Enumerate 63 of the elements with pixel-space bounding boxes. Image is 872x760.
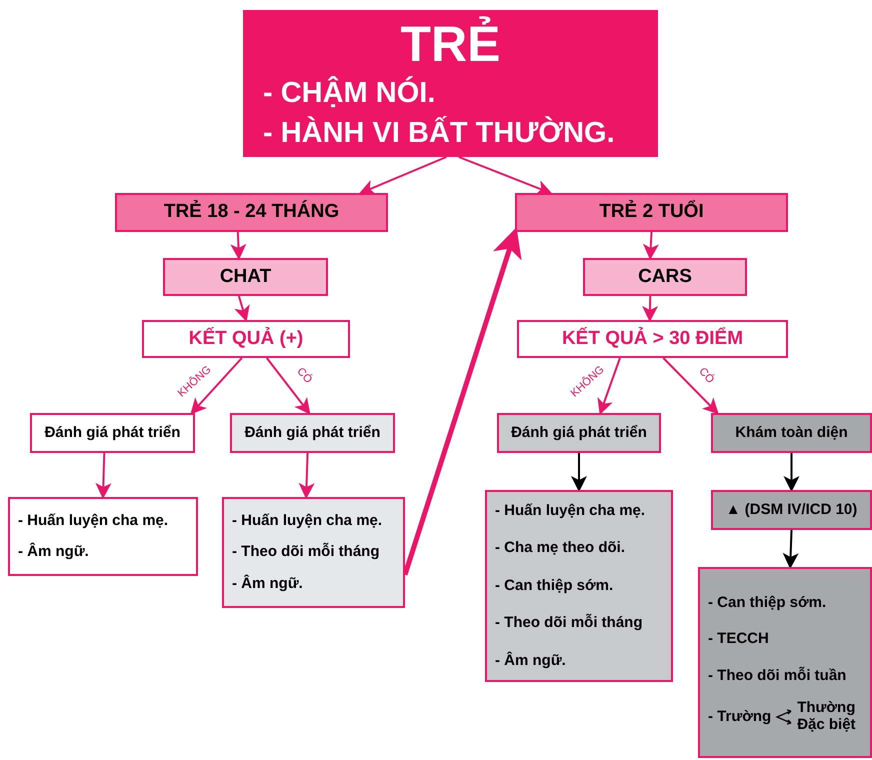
result-box	[517, 320, 788, 358]
edge-label: CÓ	[696, 366, 716, 386]
list-box	[8, 497, 198, 576]
arrow	[642, 232, 659, 260]
list-item: - Trường	[708, 707, 772, 727]
node-text: Đánh giá phát triển	[244, 422, 380, 443]
process-box	[30, 413, 195, 453]
arrow	[190, 357, 243, 414]
arrow	[358, 156, 447, 195]
node-text: CARS	[638, 264, 692, 289]
test-box	[163, 258, 328, 296]
criteria-box	[711, 490, 872, 530]
arrow	[642, 296, 658, 322]
test-box	[583, 258, 747, 296]
node-text: TRẺ 18 - 24 THÁNG	[164, 199, 340, 224]
arrow	[95, 452, 112, 499]
list-box	[485, 490, 673, 682]
list-item: - Âm ngữ.	[18, 542, 89, 562]
list-box	[222, 497, 405, 608]
process-box	[497, 413, 661, 453]
list-item: - Âm ngữ.	[495, 650, 566, 671]
arrow	[598, 358, 621, 415]
edge-label: CÓ	[294, 366, 314, 386]
list-item: - Can thiệp sớm.	[495, 576, 614, 596]
list-item: Đặc biệt	[797, 716, 856, 734]
list-item: - Huấn luyện cha mẹ.	[232, 510, 382, 531]
node-text: Khám toàn diện	[735, 422, 848, 443]
result-box	[142, 320, 350, 358]
arrow	[230, 232, 246, 260]
list-item: - Huấn luyện cha mẹ.	[495, 500, 646, 521]
list-item: - Theo dõi mỗi tuần	[708, 666, 846, 686]
list-item: - Can thiệp sớm.	[708, 592, 826, 613]
title-box	[243, 10, 658, 157]
symptom-text: - HÀNH VI BẤT THƯỜNG.	[262, 115, 615, 150]
list-item: - Huấn luyện cha mẹ.	[18, 510, 168, 530]
title-text: TRẺ	[400, 14, 500, 72]
list-item: - Theo dõi mỗi tháng	[232, 542, 380, 562]
list-item: - Cha mẹ theo dõi.	[495, 538, 626, 558]
arrow	[266, 357, 310, 415]
arrow	[571, 453, 587, 492]
arrow	[782, 530, 799, 569]
node-text: TRẺ 2 TUỔI	[599, 199, 704, 224]
list-item: - Theo dõi mỗi tháng	[495, 612, 642, 634]
arrow	[662, 357, 719, 414]
node-text: CHAT	[220, 264, 272, 289]
node-text: ▲ (DSM IV/ICD 10)	[726, 500, 858, 520]
list-item: Thường	[797, 699, 856, 716]
process-box	[230, 413, 395, 453]
list-item: - TECCH	[708, 629, 769, 650]
node-text: KẾT QUẢ (+)	[188, 326, 304, 351]
node-text: KẾT QUẢ > 30 ĐIỂM	[562, 326, 744, 351]
list-box	[698, 567, 872, 758]
arrow	[458, 156, 552, 196]
age-box	[515, 193, 788, 232]
process-box	[711, 413, 872, 453]
list-item: - Âm ngữ.	[232, 574, 303, 594]
node-text: Đánh giá phát triển	[511, 422, 647, 443]
arrow	[298, 452, 315, 499]
age-box	[115, 193, 388, 232]
symptom-text: - CHẬM NÓI.	[262, 75, 436, 110]
arrow	[234, 296, 250, 322]
node-text: Đánh giá phát triển	[44, 422, 180, 443]
arrow	[784, 453, 800, 492]
